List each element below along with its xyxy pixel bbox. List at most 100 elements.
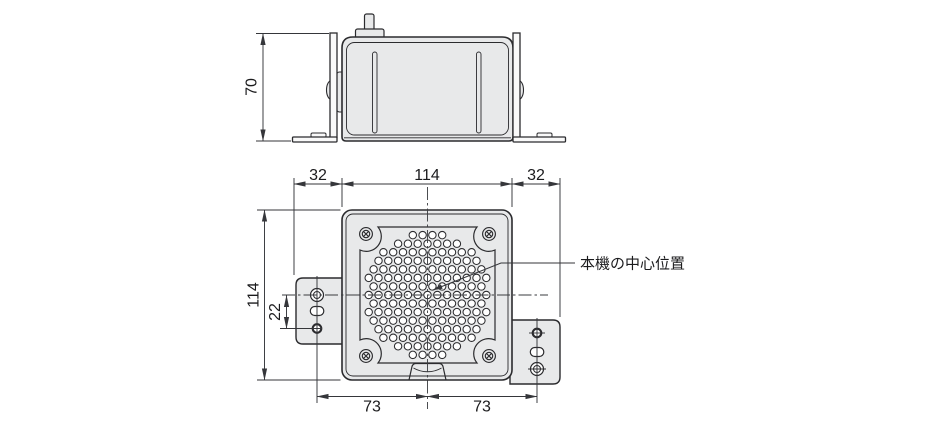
- front-view: 本機の中心位置 32 114 32 114 22: [246, 167, 686, 416]
- grille-hole: [467, 282, 476, 291]
- grille-hole: [418, 350, 427, 360]
- dim-label-22: 22: [267, 303, 284, 321]
- grille-hole: [403, 239, 413, 248]
- grille-hole: [437, 350, 447, 360]
- grille-hole: [477, 299, 486, 308]
- screw-top-left: [359, 227, 373, 241]
- grille-hole: [437, 333, 447, 342]
- grille-hole: [447, 248, 457, 257]
- grille-hole: [379, 265, 388, 274]
- dim-label-73-right: 73: [473, 399, 491, 416]
- grille-hole: [364, 307, 373, 317]
- grille-hole: [398, 282, 408, 291]
- grille-hole: [413, 273, 422, 283]
- dim-top-row: 32 114 32: [293, 167, 561, 317]
- grille-hole: [482, 273, 491, 283]
- grille-hole: [388, 316, 398, 325]
- grille-hole: [437, 248, 447, 257]
- dim-label-32-right: 32: [527, 167, 545, 184]
- grille-hole: [482, 307, 491, 317]
- grille-hole: [428, 299, 437, 308]
- grille-hole: [447, 265, 457, 274]
- grille-hole: [472, 307, 481, 317]
- dim-label-114-width: 114: [414, 167, 440, 184]
- grille-hole: [408, 230, 418, 240]
- grille-hole: [428, 230, 437, 240]
- grille-hole: [408, 299, 418, 308]
- screw-bottom-right: [482, 349, 496, 363]
- grille-hole: [379, 333, 388, 342]
- rib-right: [476, 51, 482, 134]
- grille-hole: [413, 256, 422, 266]
- grille-hole: [369, 299, 378, 308]
- screw-top-right: [482, 227, 496, 241]
- grille-hole: [433, 273, 442, 283]
- grille-hole: [452, 307, 462, 317]
- grille-hole: [442, 307, 452, 317]
- grille-hole: [428, 350, 437, 360]
- grille-hole: [388, 248, 398, 257]
- grille-hole: [447, 299, 457, 308]
- grille-hole: [393, 273, 403, 283]
- grille-hole: [472, 256, 481, 266]
- grille-hole: [384, 307, 393, 317]
- grille-hole: [403, 256, 413, 266]
- grille-hole: [457, 299, 467, 308]
- grille-hole: [433, 256, 442, 266]
- grille-hole: [374, 256, 383, 266]
- center-annotation-label: 本機の中心位置: [580, 256, 685, 273]
- grille-hole: [452, 342, 462, 351]
- grille-hole: [403, 273, 413, 283]
- grille-hole: [452, 239, 462, 248]
- grille-hole: [379, 248, 388, 257]
- grille-hole: [393, 342, 403, 351]
- grille-hole: [388, 265, 398, 274]
- bracket-foot-left: [291, 136, 338, 143]
- grille-hole: [472, 324, 481, 334]
- grille-hole: [408, 282, 418, 291]
- dim-label-114-height: 114: [246, 282, 263, 308]
- dim-side-height: 70: [244, 33, 329, 142]
- grille-hole: [379, 282, 388, 291]
- grille-hole: [379, 299, 388, 308]
- screw-bottom-left: [359, 349, 373, 363]
- grille-hole: [403, 342, 413, 351]
- grille-hole: [467, 299, 476, 308]
- grille-hole: [433, 239, 442, 248]
- bracket-plate-right: [512, 32, 521, 139]
- device-body-side: [341, 36, 514, 142]
- grille-hole: [467, 333, 476, 342]
- grille-hole: [393, 239, 403, 248]
- grille-hole: [437, 299, 447, 308]
- grille-hole: [418, 316, 427, 325]
- grille-hole: [413, 307, 422, 317]
- grille-hole: [452, 256, 462, 266]
- grille-panel: [359, 226, 496, 364]
- rib-left: [372, 51, 378, 134]
- grille-hole: [428, 248, 437, 257]
- dim-label-70: 70: [244, 78, 261, 96]
- grille-hole: [418, 282, 427, 291]
- grille-hole: [369, 282, 378, 291]
- grille-hole: [437, 230, 447, 240]
- grille-hole: [418, 230, 427, 240]
- grille-hole: [413, 342, 422, 351]
- grille-hole: [433, 324, 442, 334]
- grille-hole: [413, 239, 422, 248]
- grille-hole: [452, 324, 462, 334]
- grille-hole: [457, 265, 467, 274]
- grille-hole: [462, 256, 471, 266]
- grille-hole: [388, 299, 398, 308]
- grille-hole: [384, 324, 393, 334]
- grille-hole: [369, 265, 378, 274]
- grille-hole: [442, 256, 452, 266]
- grille-hole: [398, 299, 408, 308]
- dim-body-height: 114: [246, 209, 341, 381]
- grille-hole: [433, 342, 442, 351]
- dim-bottom-row: 73 73: [316, 276, 538, 416]
- grille-hole: [403, 324, 413, 334]
- grille-hole: [379, 316, 388, 325]
- grille-hole: [457, 316, 467, 325]
- grille-hole: [467, 265, 476, 274]
- grille-hole: [398, 248, 408, 257]
